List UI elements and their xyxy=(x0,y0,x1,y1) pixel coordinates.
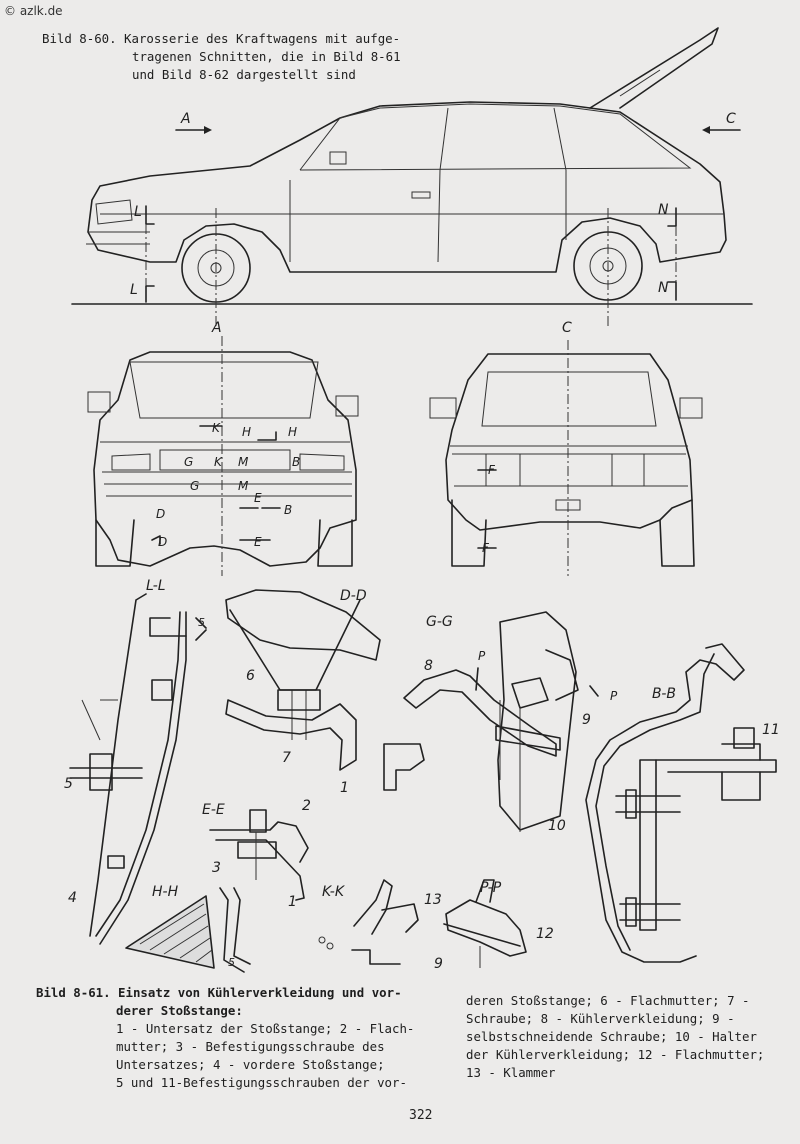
part-number-2: 2 xyxy=(302,798,311,814)
part-number-5: 5 xyxy=(64,776,73,792)
part-number-10: 10 xyxy=(548,818,566,834)
part-number-1-ee: 1 xyxy=(288,894,297,910)
section-gg xyxy=(403,611,599,832)
figure-8-60-caption-line-3: und Bild 8-62 dargestellt sind xyxy=(132,67,356,82)
p-label-right: P xyxy=(610,689,618,703)
tailgate-open xyxy=(589,27,719,109)
section-l-top-label: L xyxy=(134,204,142,220)
h-marker-label: H xyxy=(242,425,251,439)
k-marker-lower-label: K xyxy=(214,455,223,469)
section-ee-title: E-E xyxy=(202,802,225,818)
part-number-8: 8 xyxy=(424,658,433,674)
caption-right-line-3: selbstschneidende Schraube; 10 - Halter xyxy=(466,1029,757,1044)
front-body-outline xyxy=(93,351,357,567)
section-ll xyxy=(69,593,207,945)
section-kk-title: K-K xyxy=(322,884,346,900)
watermark-text: © azlk.de xyxy=(4,4,63,18)
section-ll-title: L-L xyxy=(146,578,166,594)
e-marker-label: E xyxy=(254,491,262,505)
section-gg-title: G-G xyxy=(426,614,453,630)
part-number-9-pp: 9 xyxy=(434,956,443,972)
section-pp xyxy=(443,879,527,968)
section-l-bottom-label: L xyxy=(130,282,138,298)
caption-left-line-5: Untersatzes; 4 - vordere Stoßstange; xyxy=(116,1057,385,1072)
car-body-outline xyxy=(87,101,727,273)
caption-left-line-4: mutter; 3 - Befestigungsschraube des xyxy=(116,1039,385,1054)
h-marker-right-label: H xyxy=(288,425,297,439)
caption-right-line-5: 13 - Klammer xyxy=(466,1065,556,1080)
part-number-1: 1 xyxy=(340,780,349,796)
section-dd-title: D-D xyxy=(340,588,367,604)
b-marker-label: B xyxy=(292,455,300,469)
arrow-c-label: C xyxy=(726,111,736,127)
section-bb xyxy=(585,643,777,963)
f-marker-lower-label: F xyxy=(482,541,490,555)
dimension-5-hh: 5 xyxy=(228,956,235,969)
section-ee xyxy=(209,809,309,901)
part-number-3: 3 xyxy=(212,860,221,876)
p-label-left: P xyxy=(478,649,486,663)
section-bb-title: B-B xyxy=(652,686,676,702)
page-number: 322 xyxy=(409,1108,433,1123)
section-n-top-label: N xyxy=(658,202,669,218)
dimension-5-ll: 5 xyxy=(198,616,205,629)
part-number-12: 12 xyxy=(536,926,554,942)
m-marker-lower-label: M xyxy=(238,479,249,493)
section-pp-title: P-P xyxy=(480,880,502,896)
k-marker-label: K xyxy=(212,421,221,435)
part-number-13: 13 xyxy=(424,892,442,908)
section-dd xyxy=(225,589,425,791)
part-number-6: 6 xyxy=(246,668,255,684)
caption-right-line-1: deren Stoßstange; 6 - Flachmutter; 7 - xyxy=(466,993,750,1008)
figure-8-60-caption-line-1: Bild 8-60. Karosserie des Kraftwagens mi… xyxy=(42,31,401,46)
caption-left-line-3: 1 - Untersatz der Stoßstange; 2 - Flach- xyxy=(116,1021,415,1036)
rear-view-label: C xyxy=(562,320,572,336)
car-rear-view xyxy=(429,340,703,576)
figure-8-60-caption-line-2: tragenen Schnitten, die in Bild 8-61 xyxy=(132,49,401,64)
section-n-bottom-label: N xyxy=(658,280,669,296)
car-side-view xyxy=(71,27,753,326)
d-marker-label: D xyxy=(156,507,165,521)
arrow-a-label: A xyxy=(180,111,191,127)
caption-left-line-1: Bild 8-61. Einsatz von Kühlerverkleidung… xyxy=(36,985,402,1000)
part-number-7: 7 xyxy=(282,750,291,766)
rear-body-outline xyxy=(445,353,693,531)
caption-left-line-6: 5 und 11-Befestigungsschrauben der vor- xyxy=(116,1075,407,1090)
car-front-view xyxy=(87,336,359,576)
section-kk xyxy=(318,879,419,965)
part-number-4: 4 xyxy=(68,890,77,906)
drawing-labels: A C L L N N A C K H H G K M B G M E B D … xyxy=(64,111,780,972)
m-marker-label: M xyxy=(238,455,249,469)
front-view-label: A xyxy=(211,320,222,336)
caption-left-line-2: derer Stoßstange: xyxy=(116,1003,243,1018)
b-marker-lower-label: B xyxy=(284,503,292,517)
section-hh xyxy=(125,887,251,973)
g-marker-label: G xyxy=(184,455,193,469)
part-number-9: 9 xyxy=(582,712,591,728)
f-marker-label: F xyxy=(488,463,496,477)
e-marker-lower-label: E xyxy=(254,535,262,549)
caption-right-line-4: der Kühlerverkleidung; 12 - Flachmutter; xyxy=(466,1047,765,1062)
caption-right-line-2: Schraube; 8 - Kühlerverkleidung; 9 - xyxy=(466,1011,735,1026)
d-marker-lower-label: D xyxy=(158,535,167,549)
part-number-11: 11 xyxy=(762,722,780,738)
g-marker-lower-label: G xyxy=(190,479,199,493)
section-hh-title: H-H xyxy=(152,884,179,900)
